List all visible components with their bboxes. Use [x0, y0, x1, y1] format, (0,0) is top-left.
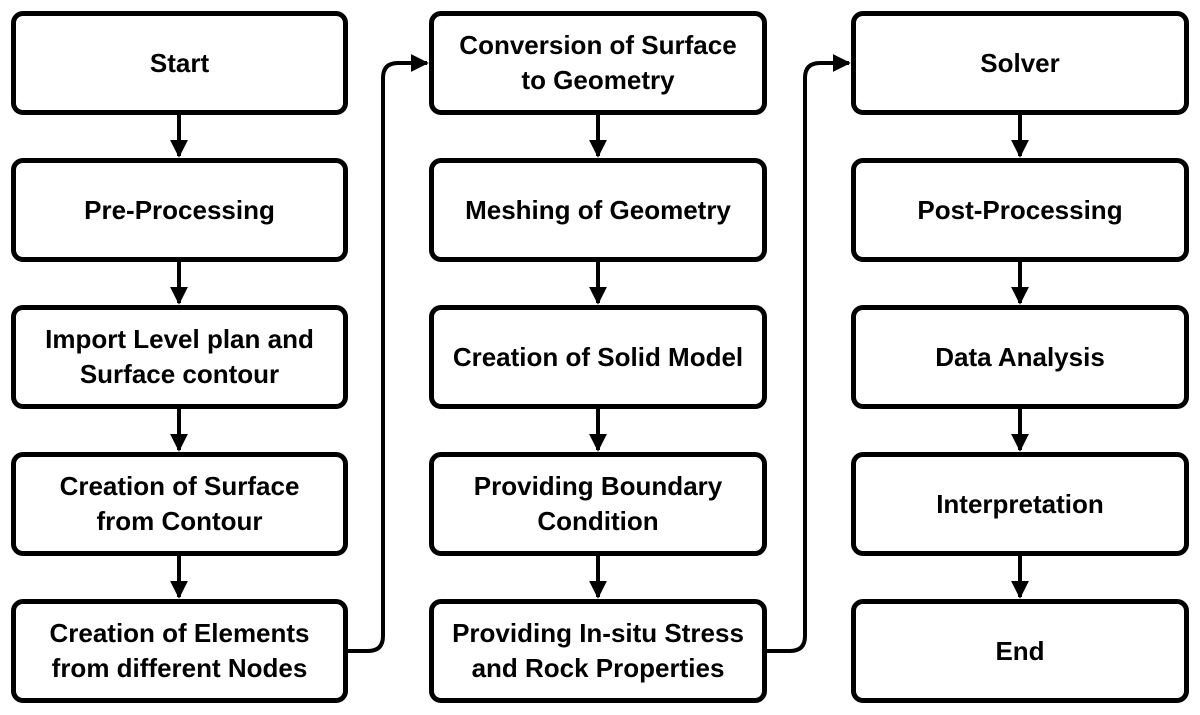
step-creation-of-solid-model: Creation of Solid Model [429, 305, 767, 409]
step-label: Interpretation [936, 488, 1104, 519]
step-label: Start [149, 47, 210, 78]
arrow-insitu-to-solver [767, 54, 851, 653]
step-pre-processing: Pre-Processing [11, 158, 348, 262]
step-label: End [995, 635, 1045, 666]
step-providing-insitu-stress: Providing In-situ Stress and Rock Proper… [429, 599, 767, 703]
step-label: Pre-Processing [84, 194, 275, 225]
step-label: Creation of Solid Model [452, 341, 744, 372]
step-label: Creation of Surface from Contour [59, 471, 300, 536]
step-label: Data Analysis [935, 341, 1105, 372]
step-label: Creation of Elements from different Node… [49, 618, 310, 683]
step-creation-of-surface: Creation of Surface from Contour [11, 452, 348, 556]
step-end: End [851, 599, 1189, 703]
step-interpretation: Interpretation [851, 452, 1189, 556]
step-data-analysis: Data Analysis [851, 305, 1189, 409]
step-creation-of-elements: Creation of Elements from different Node… [11, 599, 348, 703]
step-conversion-to-geometry: Conversion of Surface to Geometry [429, 11, 767, 115]
step-post-processing: Post-Processing [851, 158, 1189, 262]
step-providing-boundary-condition: Providing Boundary Condition [429, 452, 767, 556]
step-label: Providing In-situ Stress and Rock Proper… [452, 618, 744, 683]
step-label: Import Level plan and Surface contour [45, 324, 314, 389]
step-solver: Solver [851, 11, 1189, 115]
step-label: Providing Boundary Condition [473, 471, 723, 536]
step-import-level-plan: Import Level plan and Surface contour [11, 305, 348, 409]
step-start: Start [11, 11, 348, 115]
step-meshing-of-geometry: Meshing of Geometry [429, 158, 767, 262]
step-label: Conversion of Surface to Geometry [459, 30, 737, 95]
arrow-elements-to-conversion [348, 54, 429, 653]
step-label: Solver [980, 47, 1060, 78]
step-label: Post-Processing [917, 194, 1123, 225]
step-label: Meshing of Geometry [465, 194, 731, 225]
